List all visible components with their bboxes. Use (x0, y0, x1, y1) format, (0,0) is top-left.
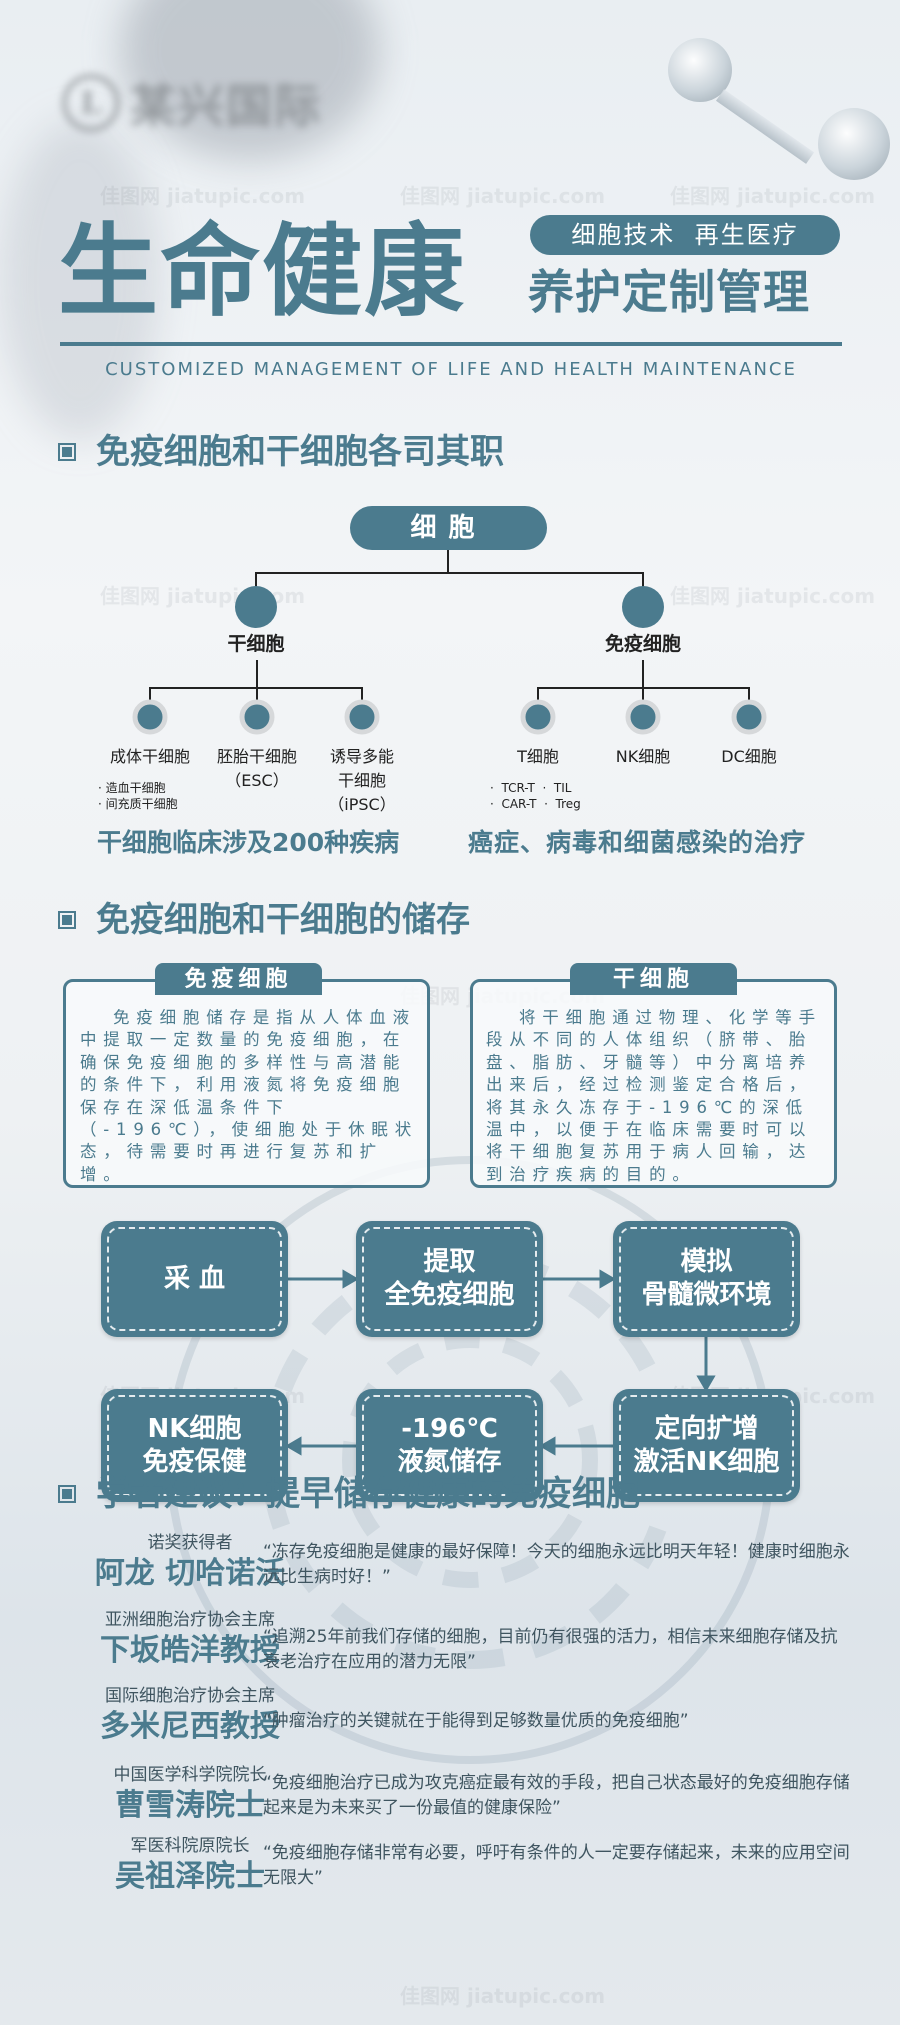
arrow-down-icon (696, 1375, 716, 1392)
node-detail: · 造血干细胞 (98, 781, 166, 795)
watermark: 佳图网 jiatupic.com (670, 184, 876, 208)
expert: 国际细胞治疗协会主席 多米尼西教授 (40, 1684, 340, 1746)
flow-step-label: 采 血 (163, 1263, 226, 1294)
immune-cell-summary: 癌症、病毒和细菌感染的治疗 (468, 828, 807, 857)
molecule-sphere (818, 108, 890, 180)
flow-step-extract: 提取 全免疫细胞 (356, 1221, 543, 1337)
flow-step-label: 模拟 骨髓微环境 (641, 1247, 772, 1310)
expert-title: 中国医学科学院院长 (113, 1765, 267, 1785)
card-text: 免疫细胞储存是指从人体血液中提取一定数量的免疫细胞，在确保免疫细胞的多样性与高潜… (80, 1008, 419, 1184)
expert-quote: “追溯25年前我们存储的细胞，目前仍有很强的活力，相信未来细胞存储及抗衰老治疗在… (263, 1627, 838, 1672)
expert-quote: “免疫细胞存储非常有必要，呼吁有条件的人一定要存储起来，未来的应用空间无限大” (263, 1843, 850, 1888)
tree-root: 细胞 (350, 506, 547, 550)
watermark: 佳图网 jiatupic.com (400, 1984, 606, 2008)
flow-step-collect-blood: 采 血 (101, 1221, 288, 1337)
brand-logo: L 某兴国际 (62, 70, 322, 136)
flow-step-expand: 定向扩增 激活NK细胞 (613, 1389, 800, 1502)
node-sub: 干细胞 (337, 771, 386, 790)
logo-text: 某兴国际 (130, 79, 322, 133)
flow-arrows (285, 1269, 716, 1456)
expert: 中国医学科学院院长 曹雪涛院士 (40, 1763, 340, 1825)
expert-quote: “肿瘤治疗的关键就在于能得到足够数量优质的免疫细胞” (263, 1711, 689, 1731)
expert: 诺奖获得者 阿龙 切哈诺沃 (40, 1531, 340, 1593)
square-bullet-icon (58, 1485, 76, 1503)
section-heading: 免疫细胞和干细胞的储存 (58, 898, 470, 942)
square-bullet-icon (58, 911, 76, 929)
background-blur (0, 120, 160, 440)
expert-title: 军医科院原院长 (130, 1836, 250, 1856)
branch-stem-cells: 干细胞 (227, 633, 285, 655)
section-title: 免疫细胞和干细胞各司其职 (96, 432, 504, 472)
node-adult-stem-cell: 成体干细胞 (109, 747, 191, 766)
node-sub: （ESC） (225, 771, 289, 790)
tagline-pill: 细胞技术 再生医疗 (530, 215, 840, 255)
expert-title: 亚洲细胞治疗协会主席 (105, 1610, 275, 1630)
flow-step-label: 定向扩增 激活NK细胞 (633, 1413, 780, 1477)
node-detail: · 间充质干细胞 (98, 797, 178, 811)
expert-title: 国际细胞治疗协会主席 (105, 1686, 275, 1706)
flow-step-label: 提取 全免疫细胞 (384, 1247, 515, 1310)
flow-step-label: -196℃ 液氮储存 (397, 1413, 502, 1477)
expert-name: 吴祖泽院士 (115, 1859, 265, 1894)
header-divider (60, 342, 842, 346)
arrow-left-icon (285, 1436, 302, 1456)
node-label: 胚胎干细胞 (216, 747, 298, 766)
flow-step-label: NK细胞 免疫保健 (142, 1413, 247, 1477)
arrow-left-icon (539, 1436, 556, 1456)
card-tab: 干细胞 (570, 963, 737, 995)
node-esc: 胚胎干细胞 （ESC） (217, 745, 297, 793)
expert: 亚洲细胞治疗协会主席 下坂皓洋教授 (40, 1608, 340, 1670)
arrow-right-icon (599, 1269, 616, 1289)
logo-mark: L (62, 74, 120, 132)
watermark: 佳图网 jiatupic.com (400, 184, 606, 208)
page-subtitle: 养护定制管理 (528, 265, 810, 319)
flow-step-simulate: 模拟 骨髓微环境 (613, 1221, 800, 1337)
card-tab: 免疫细胞 (155, 963, 322, 995)
expert: 军医科院原院长 吴祖泽院士 (40, 1834, 340, 1896)
english-subtitle: CUSTOMIZED MANAGEMENT OF LIFE AND HEALTH… (105, 359, 797, 380)
node-ipsc: 诱导多能 干细胞 （iPSC） (328, 745, 395, 817)
node-t-cell: T细胞 (517, 747, 559, 766)
section-heading: 学者建议：提早储存健康的免疫细胞 (58, 1472, 640, 1516)
arrow-right-icon (342, 1269, 359, 1289)
square-bullet-icon (58, 443, 76, 461)
stem-cell-summary: 干细胞临床涉及200种疾病 (97, 828, 400, 857)
expert-name: 多米尼西教授 (100, 1709, 280, 1744)
node-sub: （iPSC） (328, 795, 396, 814)
section-title: 免疫细胞和干细胞的储存 (96, 900, 470, 940)
expert-name: 下坂皓洋教授 (100, 1633, 280, 1668)
node-nk-cell: NK细胞 (615, 747, 671, 766)
branch-immune-cells: 免疫细胞 (604, 633, 682, 655)
node-dc-cell: DC细胞 (721, 747, 777, 766)
watermark: 佳图网 jiatupic.com (670, 584, 876, 608)
section-title: 学者建议：提早储存健康的免疫细胞 (96, 1474, 640, 1514)
flow-step-store: -196℃ 液氮储存 (356, 1389, 543, 1502)
expert-name: 阿龙 切哈诺沃 (94, 1556, 286, 1591)
node-label: 诱导多能 (329, 747, 394, 766)
expert-quote: “冻存免疫细胞是健康的最好保障！今天的细胞永远比明天年轻！健康时细胞永远比生病时… (263, 1542, 850, 1587)
card-text: 将干细胞通过物理、化学等手段从不同的人体组织（脐带、胎盘、脂肪、牙髓等）中分离培… (486, 1008, 822, 1184)
flow-step-care: NK细胞 免疫保健 (101, 1389, 288, 1502)
node-detail: · TCR-T · TIL (490, 781, 572, 795)
watermark: 佳图网 jiatupic.com (100, 184, 306, 208)
page-title: 生命健康 (58, 213, 466, 330)
node-detail: · CAR-T · Treg (490, 797, 581, 811)
immune-cell-storage-card (63, 979, 430, 1188)
tree-connectors (132, 550, 767, 735)
expert-name: 曹雪涛院士 (115, 1788, 265, 1823)
expert-quote: “免疫细胞治疗已成为攻克癌症最有效的手段，把自己状态最好的免疫细胞存储起来是为未… (263, 1773, 850, 1818)
section-heading: 免疫细胞和干细胞各司其职 (58, 430, 504, 474)
expert-title: 诺奖获得者 (147, 1533, 233, 1553)
